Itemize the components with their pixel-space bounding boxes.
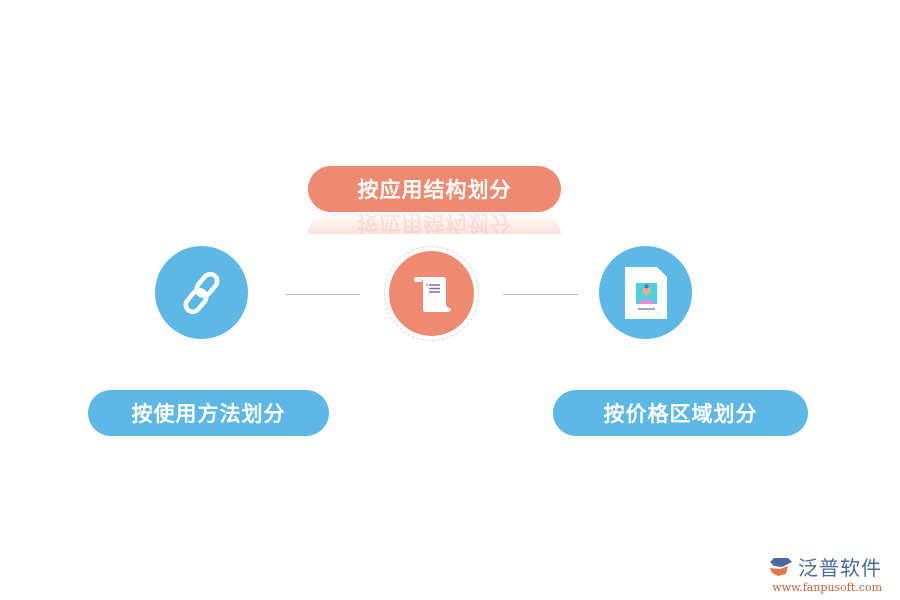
center-node-label: 按应用结构划分	[308, 166, 561, 212]
right-node-label-text: 按价格区域划分	[603, 402, 758, 426]
chain-link-icon	[183, 271, 219, 314]
right-node-circle	[599, 246, 692, 339]
center-node-circle	[389, 251, 474, 336]
center-node-label-reflection: 按应用结构划分	[308, 212, 561, 234]
connector-right	[503, 294, 578, 295]
brand-logo-name: 泛普软件	[798, 556, 882, 580]
center-node-ring	[384, 246, 479, 341]
profile-document-icon	[624, 266, 667, 319]
brand-logo-url: www.fanpusoft.com	[772, 581, 882, 594]
right-node-label: 按价格区域划分	[553, 390, 808, 436]
brand-logo: 泛普软件 www.fanpusoft.com	[768, 552, 882, 594]
center-node-label-text: 按应用结构划分	[357, 178, 512, 202]
brand-logo-icon	[770, 557, 792, 576]
left-node-circle	[155, 246, 248, 339]
scroll-document-icon	[413, 276, 451, 312]
left-node-label: 按使用方法划分	[88, 390, 329, 436]
connector-left	[286, 294, 360, 295]
left-node-label-text: 按使用方法划分	[131, 402, 286, 426]
